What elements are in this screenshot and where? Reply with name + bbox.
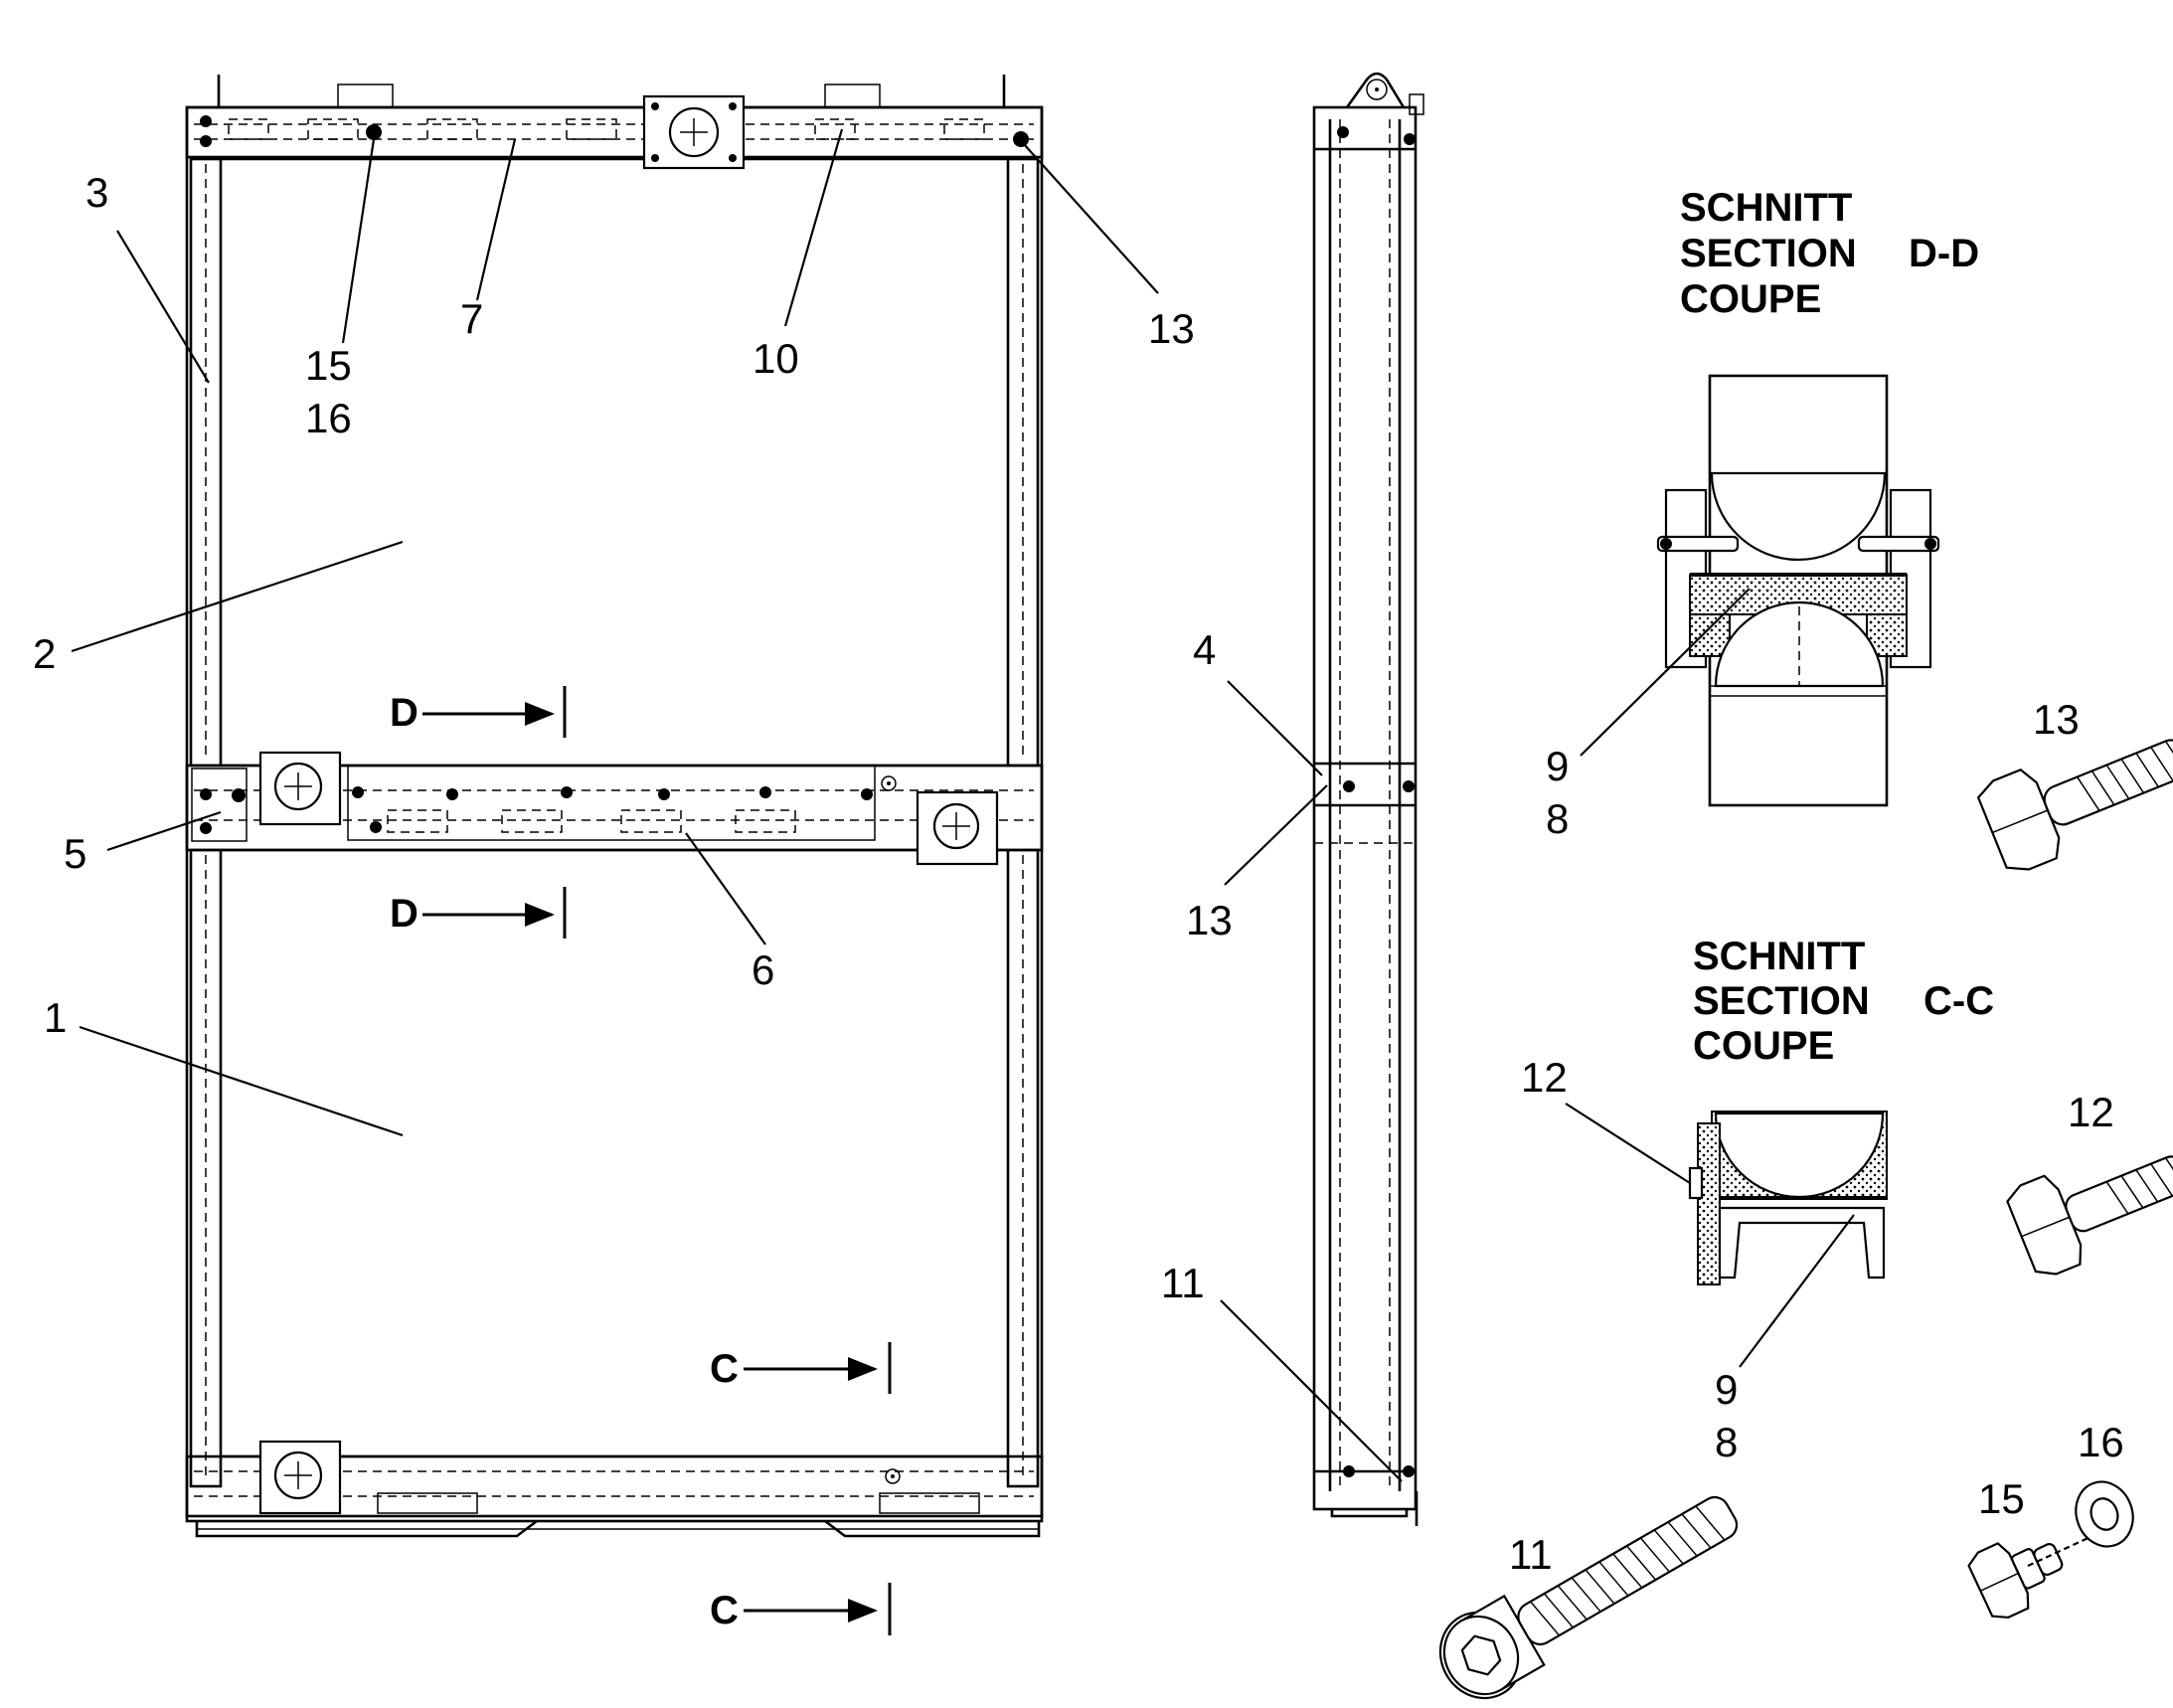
callout-12-bolt: 12 — [2068, 1089, 2114, 1135]
section-dd-line1: SCHNITT — [1680, 186, 1852, 230]
callout-13-frame: 13 — [1148, 305, 1195, 352]
callout-7: 7 — [460, 295, 483, 342]
cut-label-d-bottom: D — [390, 892, 418, 936]
callout-1: 1 — [44, 994, 67, 1041]
callout-11-bolt: 11 — [1509, 1531, 1553, 1578]
section-cc-line3: COUPE — [1693, 1024, 1834, 1068]
section-dd-drawing — [1656, 374, 1940, 807]
section-cc-line2: SECTION — [1693, 979, 1870, 1023]
cut-label-c-bottom: C — [710, 1589, 739, 1632]
callout-13-side: 13 — [1186, 897, 1233, 943]
bolt-13-icon — [1976, 739, 2173, 871]
callout-8-dd: 8 — [1546, 795, 1569, 842]
callout-2: 2 — [33, 630, 56, 677]
section-dd-line3: COUPE — [1680, 277, 1821, 321]
callout-16: 16 — [305, 395, 352, 441]
side-view-callouts: 4 13 11 — [1161, 626, 1403, 1482]
callout-11-side: 11 — [1161, 1260, 1205, 1306]
callout-16-washer: 16 — [2078, 1419, 2124, 1465]
cut-label-c-top: C — [710, 1347, 739, 1391]
cut-marker-c-top: C — [710, 1342, 892, 1394]
section-cc-line1: SCHNITT — [1693, 935, 1865, 978]
callout-13-bolt: 13 — [2033, 696, 2080, 743]
section-cc-drawing — [1688, 1110, 1888, 1285]
callout-6: 6 — [752, 946, 774, 993]
callout-9-cc: 9 — [1715, 1366, 1738, 1413]
section-cc-callouts: 12 9 8 — [1521, 1054, 1855, 1465]
bolt-15-icon — [1967, 1542, 2064, 1620]
screw-11-icon — [1438, 1495, 1739, 1700]
section-dd-title: SCHNITT SECTION D-D COUPE — [1680, 186, 1979, 321]
bolt-12-icon — [2006, 1155, 2173, 1276]
callout-3: 3 — [85, 169, 108, 216]
section-dd-line2: SECTION — [1680, 232, 1857, 275]
section-dd-id: D-D — [1909, 232, 1979, 275]
side-view — [1312, 72, 1424, 1526]
cut-marker-d-top: D — [390, 686, 567, 738]
callout-8-cc: 8 — [1715, 1419, 1738, 1465]
cut-marker-d-bottom: D — [390, 887, 567, 939]
front-view-callouts: 3 15 16 7 10 13 2 5 6 1 — [33, 128, 1195, 1137]
callout-10: 10 — [752, 335, 799, 382]
section-dd-callouts: 9 8 — [1546, 588, 1751, 842]
section-cc-id: C-C — [1923, 979, 1994, 1023]
callout-15: 15 — [305, 342, 352, 389]
front-view-frame — [185, 75, 1044, 1538]
callout-9-dd: 9 — [1546, 743, 1569, 789]
cut-marker-c-bottom: C — [710, 1583, 892, 1635]
washer-leader — [2027, 1535, 2093, 1567]
cut-label-d-top: D — [390, 691, 418, 735]
section-cc-title: SCHNITT SECTION C-C COUPE — [1693, 935, 1994, 1068]
callout-15-bolt: 15 — [1978, 1475, 2025, 1522]
callout-4: 4 — [1193, 626, 1216, 673]
callout-5: 5 — [64, 830, 86, 877]
washer-16-icon — [2075, 1480, 2134, 1548]
callout-12-cc: 12 — [1521, 1054, 1568, 1101]
